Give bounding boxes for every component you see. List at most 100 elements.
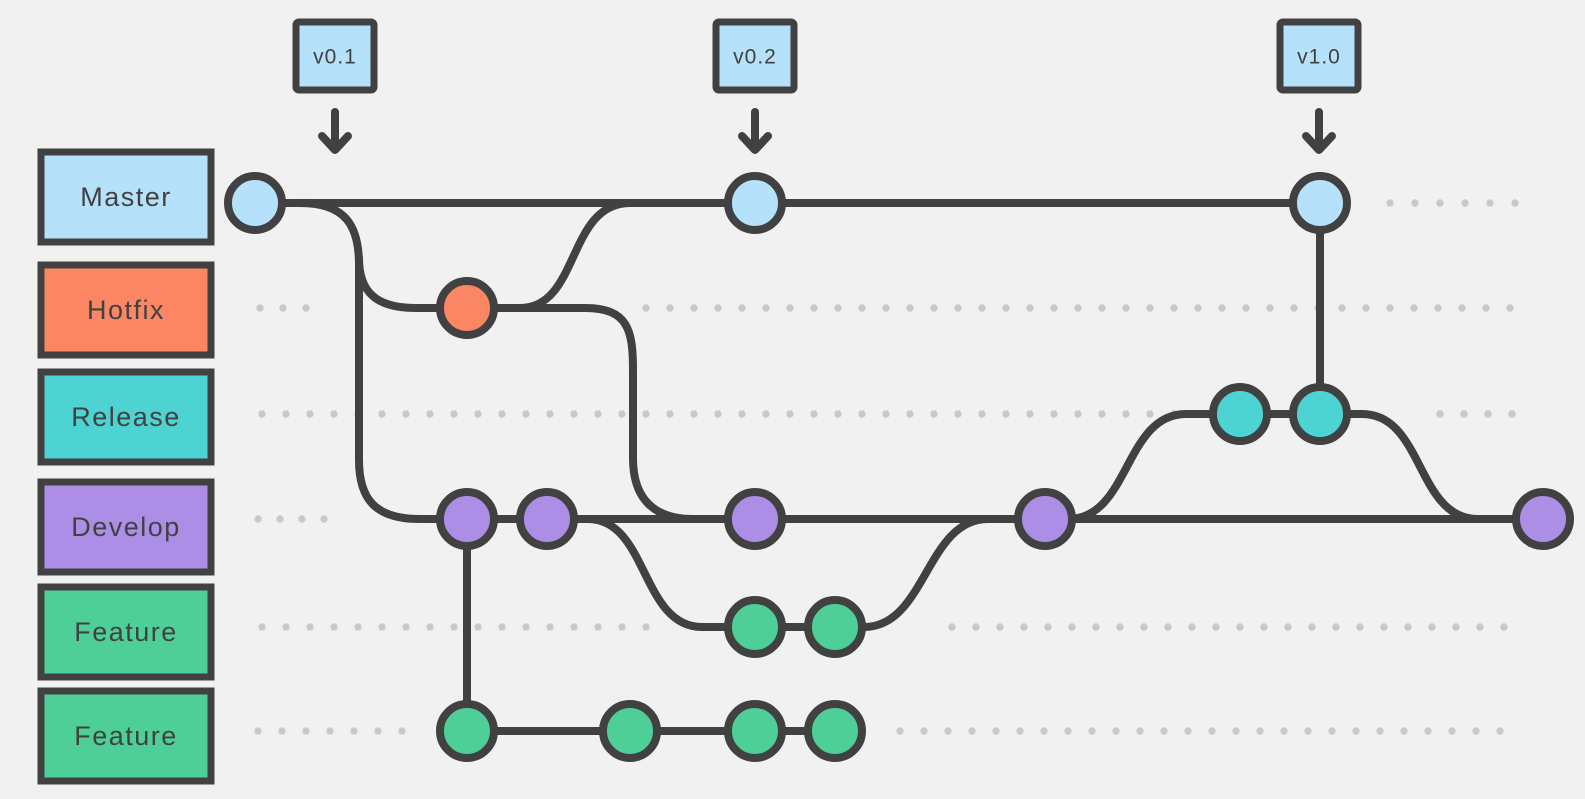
tag-box	[1276, 18, 1362, 94]
lane-dot	[1098, 410, 1106, 418]
lane-dot	[1074, 304, 1082, 312]
lane-dot	[570, 623, 578, 631]
branch-label-text: Master	[80, 182, 172, 212]
lane-dot	[1410, 304, 1418, 312]
lane-dot	[1308, 623, 1316, 631]
branch-label-box	[37, 687, 215, 785]
lane-dot	[426, 623, 434, 631]
lane-dot	[1170, 304, 1178, 312]
tag-label: v1.0	[1297, 46, 1341, 69]
lane-dot	[618, 623, 626, 631]
lane-dot	[546, 410, 554, 418]
lane-dot	[1500, 623, 1508, 631]
lane-dot	[858, 410, 866, 418]
commit-feature-b-4	[804, 700, 866, 762]
lane-dot	[762, 304, 770, 312]
lane-dot	[896, 727, 904, 735]
edge-merge-release-develop	[1316, 410, 1482, 523]
lane-dot	[1290, 304, 1298, 312]
branch-label-master: Master	[37, 148, 215, 246]
lane-dot	[1020, 623, 1028, 631]
tag-arrow-icon	[318, 108, 352, 154]
lane-dot	[278, 727, 286, 735]
lane-dot	[1002, 304, 1010, 312]
lane-dot	[1304, 727, 1312, 735]
lane-dot	[858, 304, 866, 312]
lane-dot	[834, 410, 842, 418]
lane-dot	[282, 623, 290, 631]
lane-dot	[522, 410, 530, 418]
tag-label: v0.2	[733, 46, 777, 69]
branch-label-hotfix: Hotfix	[37, 261, 215, 359]
lane-dot	[374, 727, 382, 735]
lane-dot	[642, 623, 650, 631]
tag-arrow-icon	[738, 108, 772, 154]
lane-dot	[920, 727, 928, 735]
edge-merge-hotfix-develop	[516, 304, 697, 523]
lane-dot	[930, 304, 938, 312]
lane-dot	[1362, 304, 1370, 312]
lane-dot	[1460, 410, 1468, 418]
lane-dot	[810, 304, 818, 312]
lane-dot	[302, 304, 310, 312]
lane-dot	[282, 410, 290, 418]
lane-dot	[1380, 623, 1388, 631]
lane-dot	[1436, 199, 1444, 207]
lane-dot	[350, 727, 358, 735]
lane-dot	[1136, 727, 1144, 735]
lane-dot	[954, 410, 962, 418]
branch-label-feature-b: Feature	[37, 687, 215, 785]
lane-dot	[978, 410, 986, 418]
commit-master-1	[224, 172, 286, 234]
lane-dot	[426, 410, 434, 418]
commit-develop-2	[516, 488, 578, 550]
commit-feature-b-1	[436, 700, 498, 762]
lane-dot	[276, 515, 284, 523]
lane-dot	[738, 410, 746, 418]
branch-label-box	[37, 583, 215, 681]
commit-develop-5	[1512, 488, 1574, 550]
lane-dot	[1146, 304, 1154, 312]
commit-release-1	[1209, 383, 1271, 445]
edge-branch-to-hotfix	[355, 254, 471, 312]
lane-dot	[1098, 304, 1106, 312]
lane-dot	[618, 410, 626, 418]
lane-dot	[1242, 304, 1250, 312]
lane-dot	[1436, 410, 1444, 418]
lane-dot	[1511, 199, 1519, 207]
lane-dot	[1486, 199, 1494, 207]
lane-dot	[786, 304, 794, 312]
version-tag-v1.0: v1.0	[1276, 18, 1362, 154]
lane-dot	[1386, 304, 1394, 312]
lane-dot	[594, 410, 602, 418]
lane-dot	[906, 410, 914, 418]
branch-label-release: Release	[37, 368, 215, 466]
version-tag-v0.2: v0.2	[712, 18, 798, 154]
lane-dot	[354, 623, 362, 631]
lane-dot	[968, 727, 976, 735]
lane-dot	[474, 623, 482, 631]
lane-dot	[1458, 304, 1466, 312]
lane-dot	[1188, 623, 1196, 631]
lane-dot	[666, 410, 674, 418]
lane-dot	[978, 304, 986, 312]
lane-dot	[1424, 727, 1432, 735]
commit-develop-3	[724, 488, 786, 550]
lane-dot	[948, 623, 956, 631]
lane-dot	[666, 304, 674, 312]
commit-develop-4	[1014, 488, 1076, 550]
lane-dot	[1400, 727, 1408, 735]
lane-dot	[1508, 410, 1516, 418]
tag-label: v0.1	[313, 46, 357, 69]
lane-dot	[320, 515, 328, 523]
lane-dot	[594, 623, 602, 631]
commit-develop-1	[436, 488, 498, 550]
lane-dot	[522, 623, 530, 631]
edge-branch-to-release	[1064, 410, 1190, 523]
lane-dot	[1116, 623, 1124, 631]
commit-feature-b-2	[599, 700, 661, 762]
lane-dot	[1376, 727, 1384, 735]
lane-dot	[714, 410, 722, 418]
lane-dot	[690, 304, 698, 312]
